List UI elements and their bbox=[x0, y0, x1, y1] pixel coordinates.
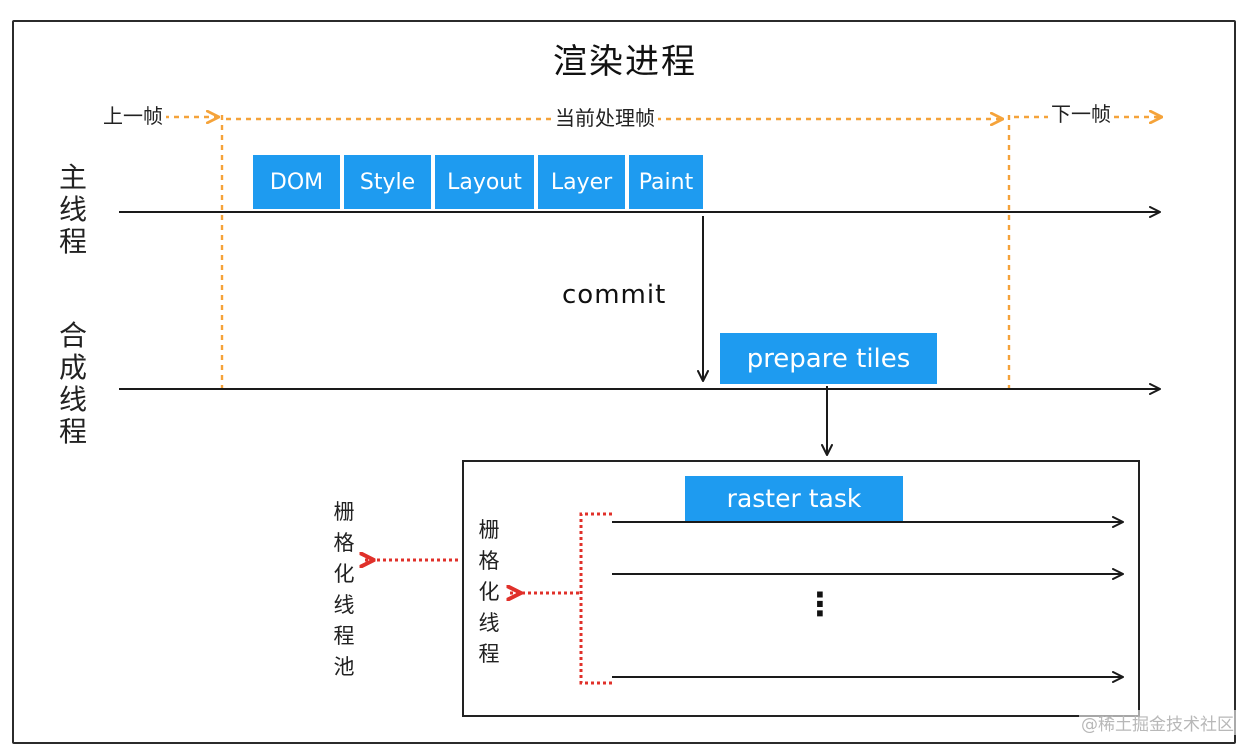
current-frame-label: 当前处理帧 bbox=[552, 106, 658, 130]
next-frame-label: 下一帧 bbox=[1048, 102, 1114, 126]
raster-task-box: raster task bbox=[685, 476, 903, 521]
prepare-tiles-box: prepare tiles bbox=[720, 333, 937, 384]
dispatch-bracket bbox=[579, 512, 612, 685]
watermark: @稀土掘金技术社区 bbox=[1079, 710, 1236, 735]
prev-frame-label: 上一帧 bbox=[100, 104, 166, 128]
more-tasks-ellipsis: ⋮ bbox=[804, 585, 836, 623]
commit-label: commit bbox=[562, 280, 667, 310]
stage-dom: DOM bbox=[253, 155, 340, 209]
main-thread-label: 主线程 bbox=[58, 161, 87, 258]
compositor-thread-label: 合成线程 bbox=[58, 319, 87, 448]
raster-pool-label: 栅格化线程池 bbox=[333, 500, 355, 679]
stage-style: Style bbox=[344, 155, 431, 209]
stage-paint: Paint bbox=[629, 155, 703, 209]
raster-thread-label: 栅格化线程 bbox=[478, 518, 500, 666]
diagram-title: 渲染进程 bbox=[553, 42, 697, 82]
diagram-border bbox=[12, 20, 1236, 744]
stage-layer: Layer bbox=[538, 155, 625, 209]
raster-thread-panel bbox=[462, 460, 1140, 717]
stage-layout: Layout bbox=[435, 155, 534, 209]
